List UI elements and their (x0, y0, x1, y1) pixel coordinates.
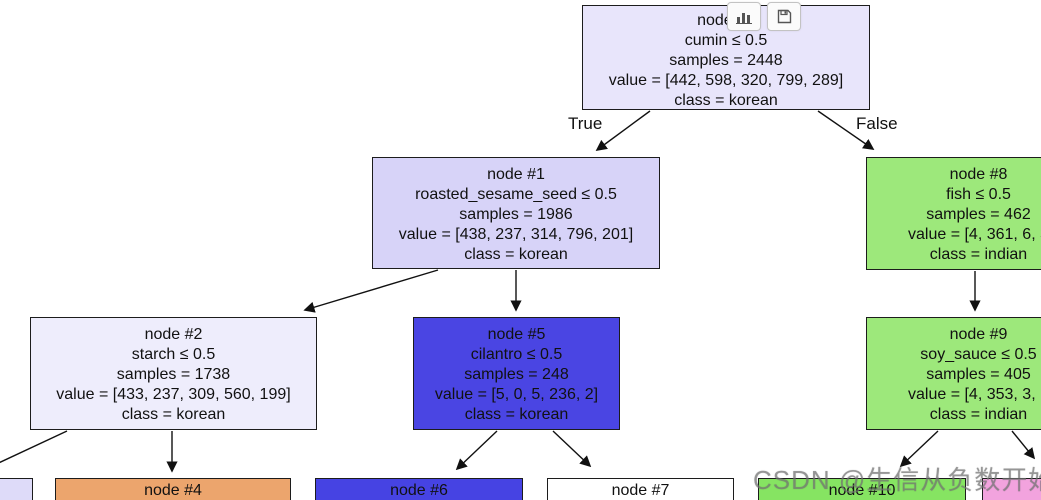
tree-node-3 (0, 478, 33, 500)
node-samples: samples = 405 (926, 366, 1031, 383)
edge-n1-n2 (303, 269, 439, 313)
node-samples: samples = 462 (926, 206, 1031, 223)
edge-n9-n10 (899, 430, 939, 468)
edge-n5-n6 (455, 430, 498, 471)
node-value: value = [442, 598, 320, 799, 289] (608, 72, 844, 89)
node-condition: fish ≤ 0.5 (946, 186, 1011, 203)
node-title: node #9 (949, 326, 1008, 343)
node-title: node #8 (949, 166, 1008, 183)
tree-node-9: node #9 soy_sauce ≤ 0.5 samples = 405 va… (866, 317, 1041, 430)
tree-node-5: node #5 cilantro ≤ 0.5 samples = 248 val… (413, 317, 620, 430)
node-value: value = [4, 361, 6, 3 (908, 226, 1041, 243)
node-title: node #6 (390, 482, 448, 499)
node-title: node #2 (144, 326, 203, 343)
tree-node-8: node #8 fish ≤ 0.5 samples = 462 value =… (866, 157, 1041, 270)
node-title: node #1 (487, 166, 545, 183)
node-samples: samples = 248 (464, 366, 569, 383)
edge-n2-n3 (0, 430, 68, 464)
tree-node-4: node #4 (55, 478, 291, 500)
node-class: class = korean (121, 406, 226, 423)
edge-n9-n11 (1011, 430, 1036, 460)
save-button[interactable] (767, 2, 801, 31)
node-condition: roasted_sesame_seed ≤ 0.5 (415, 186, 617, 203)
chart-button[interactable] (727, 2, 761, 31)
save-icon (777, 9, 792, 24)
node-samples: samples = 2448 (669, 52, 783, 69)
tree-node-6: node #6 (315, 478, 523, 500)
edge-n0-n1 (595, 110, 651, 151)
node-class: class = korean (464, 246, 568, 263)
node-title: node #10 (828, 482, 896, 499)
tree-node-1: node #1 roasted_sesame_seed ≤ 0.5 sample… (372, 157, 660, 269)
node-title: node #7 (611, 482, 670, 499)
bar-chart-icon (736, 10, 752, 24)
node-condition: cilantro ≤ 0.5 (470, 346, 563, 363)
csdn-watermark: CSDN @生信从负数开始学 (753, 465, 1041, 495)
node-value: value = [5, 0, 5, 236, 2] (434, 386, 599, 403)
edge-label-true: True (568, 114, 603, 133)
edge-label-false: False (856, 114, 898, 133)
node-value: value = [433, 237, 309, 560, 199] (56, 386, 291, 403)
node-title: node #4 (144, 482, 202, 499)
tree-node-11 (982, 478, 1041, 500)
node-condition: starch ≤ 0.5 (131, 346, 216, 363)
tree-node-10: node #10 (758, 478, 966, 500)
node-class: class = indian (929, 246, 1028, 263)
node-title: node #5 (487, 326, 546, 343)
edge-n5-n7 (552, 430, 592, 468)
node-class: class = indian (929, 406, 1028, 423)
node-condition: soy_sauce ≤ 0.5 (920, 346, 1037, 363)
tree-node-7: node #7 (547, 478, 734, 500)
node-samples: samples = 1986 (459, 206, 573, 223)
node-class: class = korean (674, 92, 778, 109)
tree-node-2: node #2 starch ≤ 0.5 samples = 1738 valu… (30, 317, 317, 430)
node-title: node #0 (697, 12, 755, 29)
node-condition: cumin ≤ 0.5 (684, 32, 768, 49)
node-value: value = [438, 237, 314, 796, 201] (398, 226, 634, 243)
node-class: class = korean (464, 406, 569, 423)
tree-node-0: node #0 cumin ≤ 0.5 samples = 2448 value… (582, 5, 870, 110)
node-samples: samples = 1738 (116, 366, 231, 383)
edge-n0-n8 (817, 110, 875, 150)
output-overlay-toolbar (727, 2, 801, 31)
node-value: value = [4, 353, 3, 1 (908, 386, 1041, 403)
